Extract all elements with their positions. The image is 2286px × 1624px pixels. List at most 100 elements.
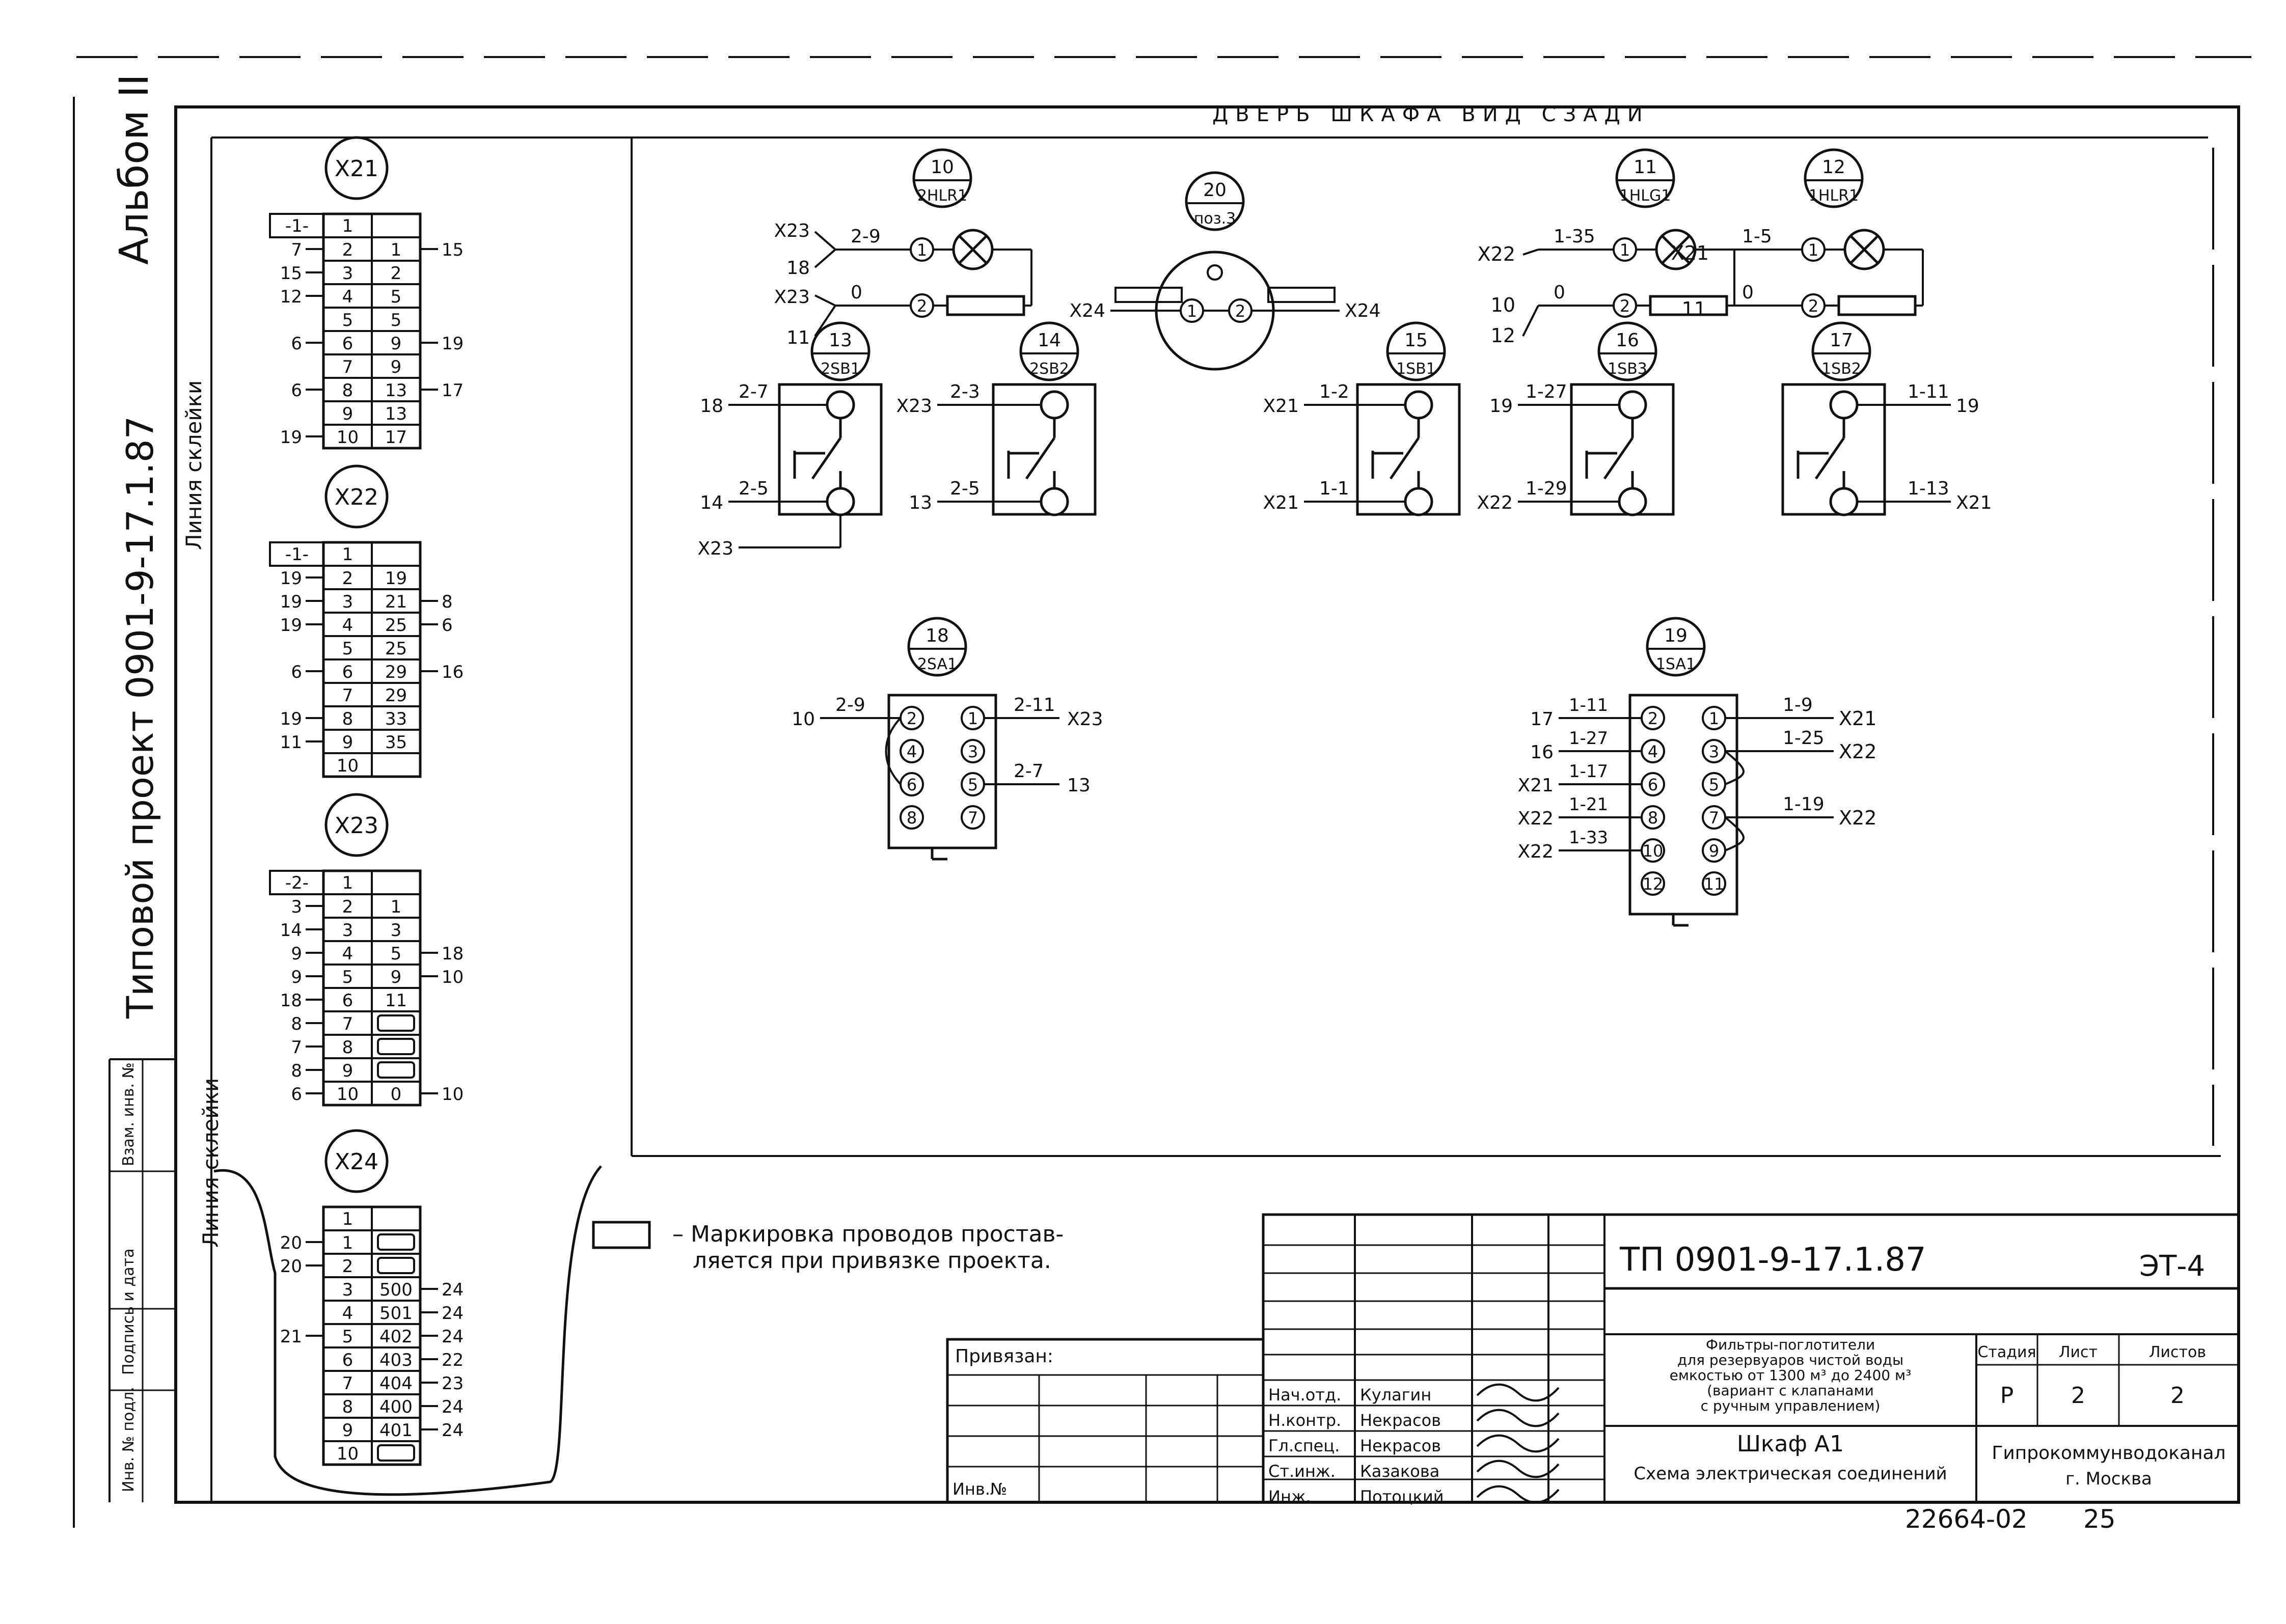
terminal-number: 6 <box>342 334 353 354</box>
terminal-left-ref: 6 <box>291 334 302 354</box>
terminal-number: 5 <box>342 639 353 659</box>
selector-pin-left-number: 2 <box>907 709 917 728</box>
wire-end: X22 <box>1478 243 1515 265</box>
terminal-number: 8 <box>342 380 353 401</box>
terminal-block-badge <box>324 136 389 200</box>
approval-name: Кулагин <box>1360 1385 1431 1405</box>
lamp-pin-number: 1 <box>1620 240 1630 260</box>
wire-end: X24 <box>1345 300 1380 321</box>
terminal-header-box <box>269 213 324 238</box>
terminal-right-ref: 10 <box>442 967 464 987</box>
terminal-number: 8 <box>342 1037 353 1058</box>
terminal-left-ref: 19 <box>280 709 302 729</box>
selector-housing <box>887 694 997 849</box>
device-badge-14-circle <box>1019 321 1079 381</box>
sheets-label: Листов <box>2149 1343 2206 1361</box>
device-badge-12-number: 12 <box>1822 157 1845 178</box>
lamp-cross <box>1849 235 1879 264</box>
project-label: Типовой проект 0901-9-17.1.87 <box>119 416 161 1019</box>
terminal-block-id: X22 <box>335 484 378 510</box>
selector-pin-left-number: 6 <box>907 775 917 794</box>
wire-mark: 1-11 <box>1908 381 1949 402</box>
wire-end: X22 <box>1477 492 1513 513</box>
terminal-wire-mark: 501 <box>379 1303 413 1324</box>
terminal-right-ref: 24 <box>442 1420 464 1441</box>
device-badge-14-number: 14 <box>1038 330 1061 351</box>
wire-mark: 1-25 <box>1783 728 1825 749</box>
terminal-header-number: 1 <box>342 1209 353 1229</box>
wire-end: X22 <box>1839 740 1876 763</box>
lamp-pin-number: 1 <box>917 240 927 260</box>
lamp-lead <box>1522 249 1539 256</box>
switch-housing <box>1781 383 1886 516</box>
selector-pin-right <box>1702 871 1726 896</box>
terminal-right-ref: 22 <box>442 1350 464 1370</box>
wire-end: X23 <box>774 221 810 241</box>
lamp-pin-number: 2 <box>917 296 927 316</box>
wire-end: 13 <box>909 492 932 513</box>
terminal-number: 6 <box>342 990 353 1011</box>
terminal-number: 5 <box>342 1327 353 1347</box>
selector-pin-right-number: 9 <box>1709 841 1719 861</box>
terminal-number: 6 <box>342 662 353 682</box>
device-badge-18-code: 2SA1 <box>917 655 957 673</box>
approval-role: Н.контр. <box>1268 1411 1341 1430</box>
switch-housing <box>1570 383 1675 516</box>
terminal-number: 6 <box>342 1350 353 1370</box>
terminal-wire-mark: 17 <box>385 427 407 448</box>
stage-label: Стадия <box>1977 1343 2036 1361</box>
wire-end: 18 <box>786 258 810 279</box>
terminal-block-id: X21 <box>335 156 378 182</box>
description-line: с ручным управлением) <box>1701 1397 1881 1414</box>
switch-terminal <box>826 390 855 420</box>
wire-end: 13 <box>1067 775 1091 796</box>
terminal-wire-mark: 3 <box>391 920 402 941</box>
wire-end: 14 <box>700 492 723 513</box>
terminal-number: 3 <box>342 1280 353 1300</box>
terminal-wire-mark: 25 <box>385 639 407 659</box>
terminal-number: 9 <box>342 1061 353 1081</box>
jumper <box>885 717 902 785</box>
terminal-wire-mark: 404 <box>379 1373 413 1394</box>
contact <box>1025 437 1056 480</box>
device-badge-12-code: 1HLR1 <box>1809 187 1859 205</box>
marking-placeholder <box>377 1257 415 1274</box>
wire-mark: 2-9 <box>851 226 881 247</box>
description-line: емкостью от 1300 м³ до 2400 м³ <box>1670 1367 1912 1384</box>
terminal-wire-mark: 13 <box>385 404 407 424</box>
terminal-right-ref: 10 <box>442 1084 464 1105</box>
sheet-label: Лист <box>2059 1343 2098 1361</box>
lamp-pin-number: 1 <box>1808 240 1818 260</box>
terminal-number: 1 <box>342 1233 353 1253</box>
terminal-left-ref: 9 <box>291 944 302 964</box>
switch-housing <box>992 383 1097 516</box>
wire-end: 19 <box>1489 396 1513 417</box>
lamp-cross <box>958 235 988 264</box>
wire-end: X23 <box>698 538 733 559</box>
terminal-header-number: 1 <box>342 216 353 236</box>
terminal-right-ref: 18 <box>442 944 464 964</box>
terminal-number: 4 <box>342 615 353 636</box>
attached-box <box>946 1338 1265 1504</box>
selector-pin-right-number: 11 <box>1704 874 1725 894</box>
terminal-number: 3 <box>342 592 353 612</box>
selector-pin-right-number: 1 <box>1709 709 1719 728</box>
terminal-header-left: -2- <box>285 873 309 893</box>
terminal-left-ref: 9 <box>291 967 302 987</box>
lamp-resistor <box>946 295 1025 316</box>
terminal-header-left: -1- <box>285 216 309 236</box>
terminal-wire-mark: 25 <box>385 615 407 636</box>
contact <box>811 437 842 480</box>
terminal-wire-mark: 1 <box>391 240 402 260</box>
terminal-number: 8 <box>342 1397 353 1417</box>
terminal-block-badge <box>324 464 389 529</box>
